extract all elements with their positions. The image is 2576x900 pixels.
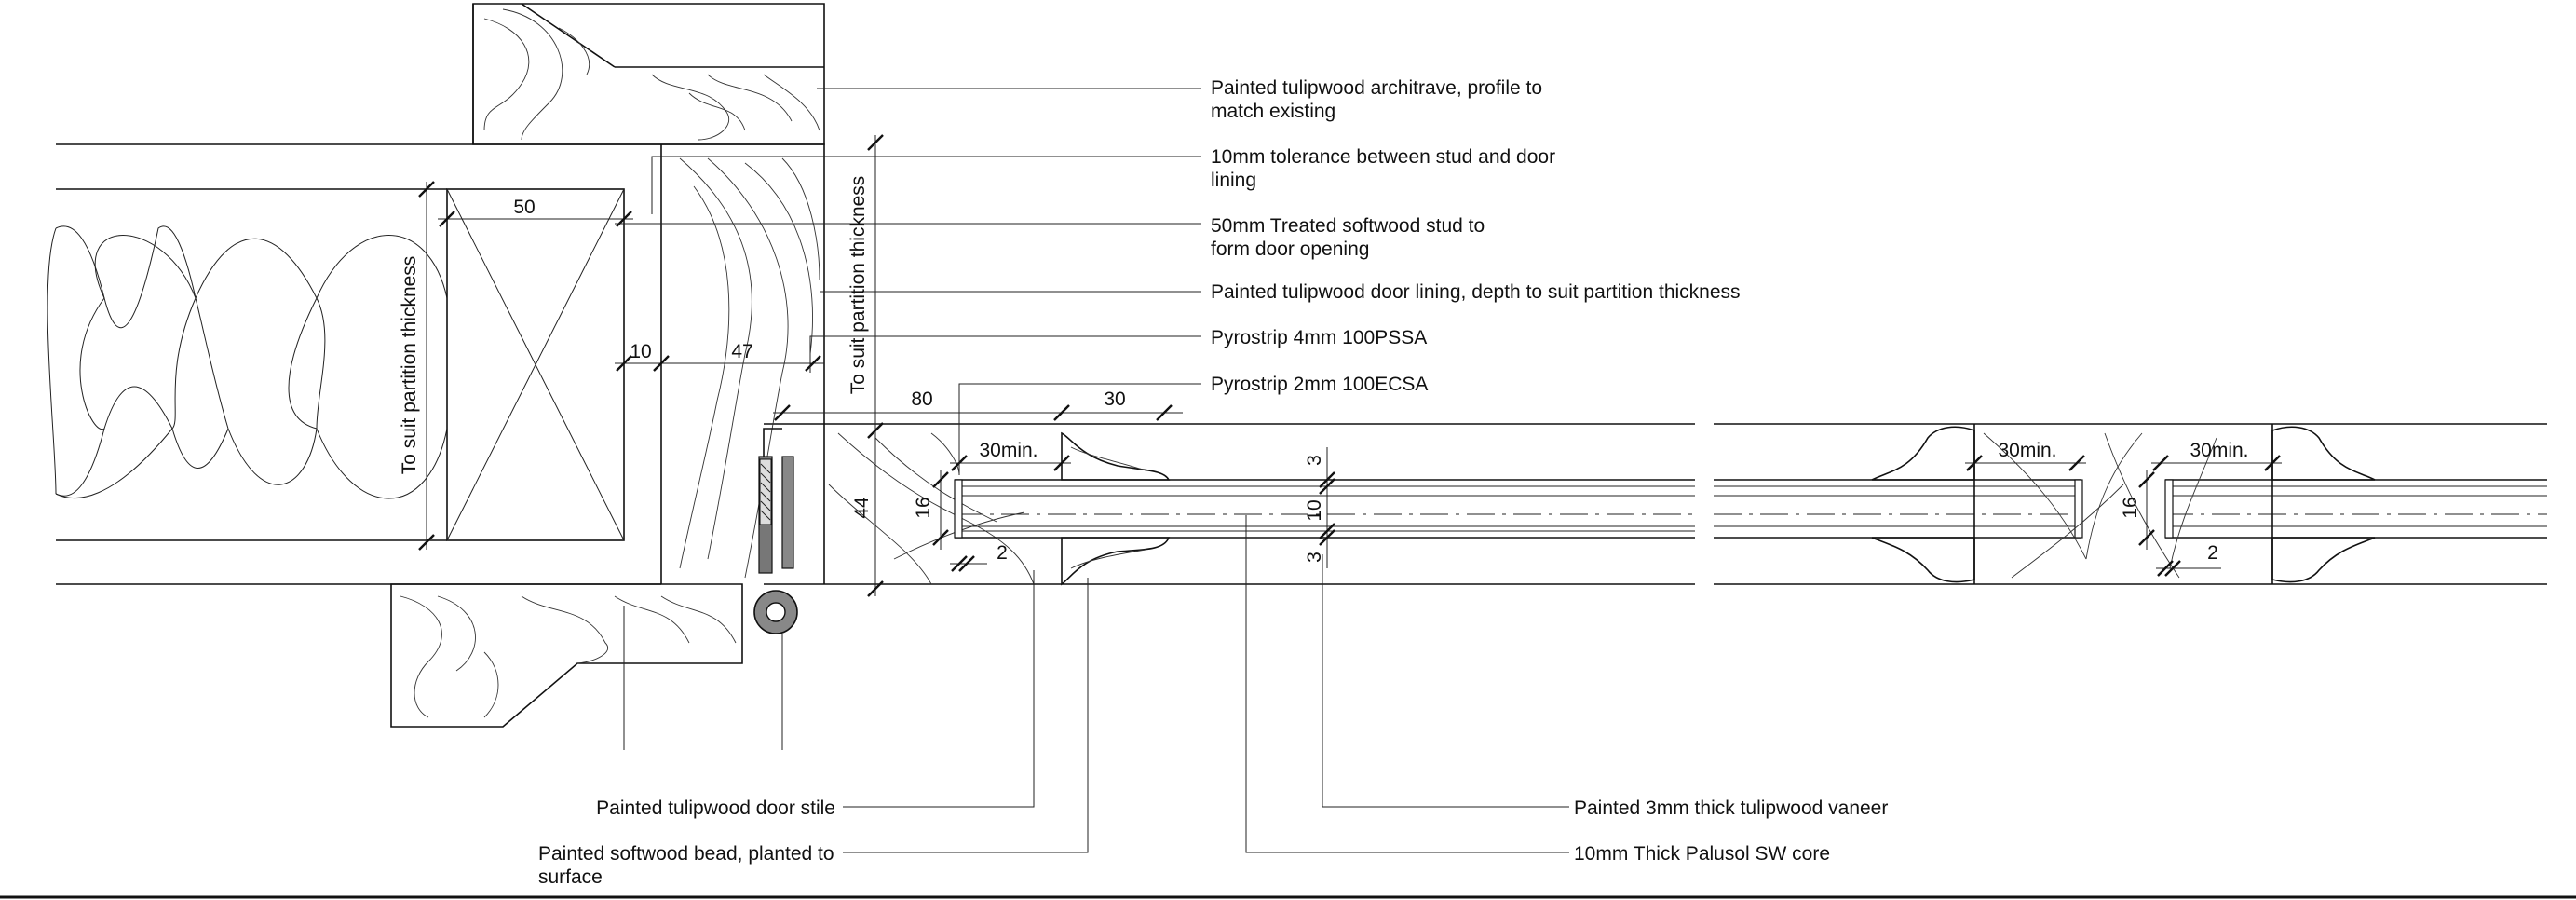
label-tolerance: 10mm tolerance between stud and door lin… xyxy=(1211,146,1561,191)
softwood-stud xyxy=(446,188,625,541)
dim-2-1: 2 xyxy=(997,542,1008,564)
dim-80: 80 xyxy=(911,389,932,410)
dim-gap-47: 47 xyxy=(731,341,752,362)
annotation-labels: Painted tulipwood architrave, profile to… xyxy=(538,77,1888,888)
partition-wall xyxy=(56,143,661,585)
dim-partition-right: To suit partition thickness xyxy=(847,176,869,395)
door-leaf-right xyxy=(1714,423,2547,585)
label-softwood-bead: Painted softwood bead, planted to surfac… xyxy=(538,843,839,888)
dim-3-bot: 3 xyxy=(1304,552,1325,563)
dim-gap-10: 10 xyxy=(630,341,651,362)
label-pyrostrip-4mm: Pyrostrip 4mm 100PSSA xyxy=(1211,327,1427,348)
dim-30min-2: 30min. xyxy=(1998,440,2056,461)
dim-30: 30 xyxy=(1104,389,1125,410)
label-core: 10mm Thick Palusol SW core xyxy=(1574,843,1830,865)
label-veneer: Painted 3mm thick tulipwood vaneer xyxy=(1574,798,1888,819)
pyrostrip-seal xyxy=(753,428,798,634)
label-stud: 50mm Treated softwood stud to form door … xyxy=(1211,215,1490,260)
dimension-labels: 50 To suit partition thickness 10 47 To … xyxy=(399,176,2249,564)
insulation xyxy=(47,225,448,499)
dim-30min-3: 30min. xyxy=(2190,440,2248,461)
dim-partition-left: To suit partition thickness xyxy=(399,256,420,475)
dim-10: 10 xyxy=(1304,499,1325,521)
leader-lines xyxy=(615,88,1569,853)
label-door-stile: Painted tulipwood door stile xyxy=(596,798,835,819)
architrave-bottom xyxy=(390,583,743,728)
label-architrave: Painted tulipwood architrave, profile to… xyxy=(1211,77,1548,122)
architrave-top xyxy=(472,3,825,145)
dim-44: 44 xyxy=(851,497,873,519)
dim-16-1: 16 xyxy=(913,497,934,518)
dim-30min-1: 30min. xyxy=(979,440,1037,461)
label-pyrostrip-2mm: Pyrostrip 2mm 100ECSA xyxy=(1211,374,1428,395)
dim-3-top: 3 xyxy=(1304,455,1325,466)
dim-2-2: 2 xyxy=(2207,542,2218,564)
dim-stud-width: 50 xyxy=(513,197,535,218)
dimension-lines xyxy=(418,134,2282,597)
label-lining: Painted tulipwood door lining, depth to … xyxy=(1211,281,1741,303)
dim-16-2: 16 xyxy=(2120,497,2141,518)
bead-left xyxy=(1061,431,1171,586)
